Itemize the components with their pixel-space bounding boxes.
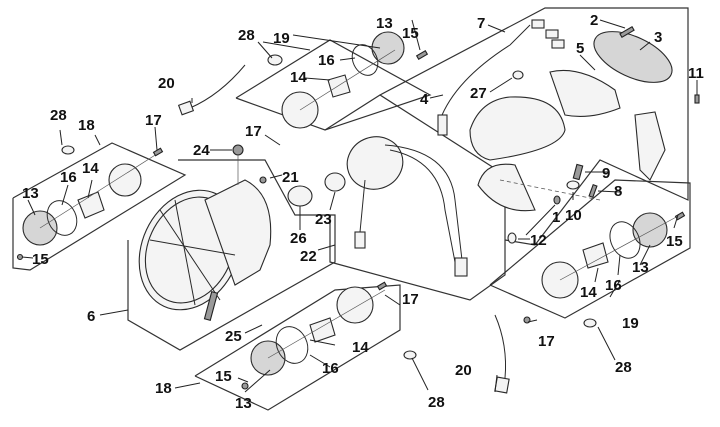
frame-front-turn-signal-right (194, 284, 401, 411)
callout-16: 16 (322, 360, 339, 377)
callout-22: 22 (300, 248, 317, 265)
callout-16: 16 (60, 169, 77, 186)
callout-16: 16 (605, 277, 622, 294)
callout-17: 17 (402, 291, 419, 308)
connector (437, 114, 448, 136)
washer (566, 180, 580, 190)
callout-19: 19 (622, 315, 639, 332)
wire-harness-tail (439, 24, 531, 121)
headlight-assembly (138, 179, 272, 321)
callout-9: 9 (602, 165, 610, 182)
callout-21: 21 (282, 169, 299, 186)
rear-fender (469, 96, 566, 161)
callout-1: 1 (552, 209, 560, 226)
turn-signal-rear-right (523, 211, 686, 328)
socket (324, 172, 346, 192)
callout-19: 19 (273, 30, 290, 47)
bulb (287, 185, 313, 207)
callout-14: 14 (352, 339, 369, 356)
leader-lines (21, 19, 698, 393)
bulb-small (512, 70, 524, 80)
grommet-small (507, 232, 517, 244)
callout-14: 14 (580, 284, 597, 301)
callout-25: 25 (225, 328, 242, 345)
callout-17: 17 (245, 123, 262, 140)
screw (619, 26, 635, 38)
callout-24: 24 (193, 142, 210, 159)
callout-20: 20 (158, 75, 175, 92)
callout-12: 12 (530, 232, 547, 249)
callout-13: 13 (22, 185, 39, 202)
callout-14: 14 (290, 69, 307, 86)
bolt-small (588, 183, 598, 199)
callout-6: 6 (87, 308, 95, 325)
callout-10: 10 (565, 207, 582, 224)
license-bracket (634, 111, 666, 181)
tail-light-lens (593, 31, 673, 83)
callout-15: 15 (215, 368, 232, 385)
callout-15: 15 (32, 251, 49, 268)
callout-17: 17 (145, 112, 162, 129)
callout-16: 16 (318, 52, 335, 69)
callout-18: 18 (155, 380, 172, 397)
callout-17: 17 (538, 333, 555, 350)
callout-28: 28 (428, 394, 445, 411)
callout-28: 28 (238, 27, 255, 44)
callout-26: 26 (290, 230, 307, 247)
frame-front-turn-signal-left (12, 142, 187, 271)
callout-8: 8 (614, 183, 622, 200)
callout-4: 4 (420, 91, 429, 108)
nut (553, 195, 561, 205)
turn-signal-front-left (16, 145, 164, 261)
callout-13: 13 (376, 15, 393, 32)
callout-13: 13 (235, 395, 252, 412)
callout-27: 27 (470, 85, 487, 102)
bolt (572, 163, 584, 181)
callout-7: 7 (477, 15, 485, 32)
callout-28: 28 (50, 107, 67, 124)
callout-28: 28 (615, 359, 632, 376)
frame-headlight (127, 159, 336, 351)
tail-light-housing (549, 69, 621, 117)
callout-5: 5 (576, 40, 584, 57)
frame-rear-turn-signal-right (489, 179, 691, 319)
callout-3: 3 (654, 29, 662, 46)
callout-15: 15 (666, 233, 683, 250)
callout-18: 18 (78, 117, 95, 134)
callout-23: 23 (315, 211, 332, 228)
callout-2: 2 (590, 12, 598, 29)
callout-14: 14 (82, 160, 99, 177)
callout-13: 13 (632, 259, 649, 276)
callout-11: 11 (688, 65, 704, 82)
grommet (232, 144, 244, 156)
screw (259, 176, 267, 184)
turn-signal-rear-left (267, 31, 429, 129)
frame-tail-light (379, 7, 689, 246)
wiring-harness (346, 136, 468, 277)
wire-lead (494, 314, 507, 379)
callout-20: 20 (455, 362, 472, 379)
screw (694, 94, 700, 104)
turn-signal-front-right (241, 281, 417, 390)
wire-lead (189, 64, 246, 109)
callout-15: 15 (402, 25, 419, 42)
